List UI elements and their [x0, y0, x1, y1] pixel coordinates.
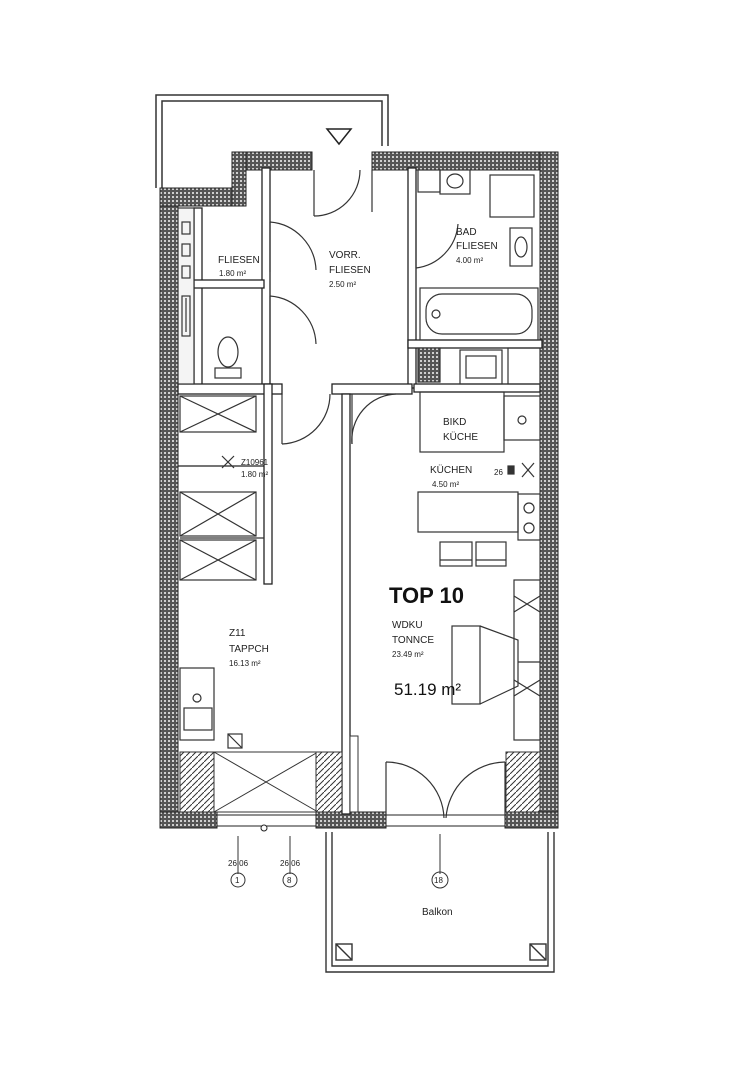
wohnen-area-label: 23.49 m²	[392, 650, 424, 659]
wc-fixtures	[177, 207, 242, 385]
kueche-name-label: KÜCHEN	[430, 464, 472, 476]
bad-floor-label: FLIESEN	[456, 241, 498, 252]
living-furniture	[439, 541, 541, 741]
south-windows	[217, 814, 505, 832]
axis-label-a2: 26 06	[280, 859, 301, 868]
kuechen-marker-icon	[507, 462, 535, 478]
balkon-label: Balkon	[422, 907, 453, 918]
bad-area-label: 4.00 m²	[456, 256, 483, 265]
room-labels: FLIESEN 1.80 m² VORR. FLIESEN 2.50 m² BA…	[218, 227, 503, 918]
zimmer-name-label: Z11	[229, 628, 246, 639]
bathtub-drain-icon	[431, 309, 441, 319]
unit-title: TOP 10	[389, 583, 464, 608]
balcony-outline	[325, 832, 555, 973]
bedroom-furniture	[179, 395, 264, 749]
vorraum-floor-label: FLIESEN	[329, 265, 371, 276]
kueche-area-label: 4.50 m²	[432, 480, 459, 489]
bathroom-fixtures	[417, 169, 539, 341]
kitchen-block	[417, 347, 541, 541]
vorraum-name-label: VORR.	[329, 250, 361, 261]
washbasin-icon	[446, 173, 464, 189]
sink-icon	[514, 236, 528, 258]
kueche-block-line1: BIKD	[443, 417, 466, 428]
zimmer-area-label: 16.13 m²	[229, 659, 261, 668]
wc-area-label: 1.80 m²	[219, 269, 246, 278]
wohnen-name-label: WDKU	[392, 620, 423, 631]
toilet-icon	[217, 336, 239, 368]
wohnen-floor-label: TONNCE	[392, 635, 434, 646]
axis-markers	[230, 834, 449, 889]
axis-circle-label-1: 1	[235, 876, 240, 885]
axis-label-a1: 26 06	[228, 859, 249, 868]
hob-icon	[523, 522, 535, 534]
abstell-name-label: Z10961	[241, 458, 269, 467]
bad-name-label: BAD	[456, 227, 477, 238]
wc-floor-label: FLIESEN	[218, 255, 260, 266]
entrance-arrow-icon	[325, 128, 353, 146]
outer-walls	[159, 151, 559, 829]
hatched-zones	[179, 735, 541, 813]
kueche-tag-label: 26	[494, 468, 503, 477]
kueche-block-line2: KÜCHE	[443, 431, 478, 443]
axis-circle-label-3: 18	[434, 876, 443, 885]
abstell-area-label: 1.80 m²	[241, 470, 268, 479]
upper-terrace-outline	[155, 94, 389, 188]
axis-circle-label-2: 8	[287, 876, 292, 885]
vorraum-area-label: 2.50 m²	[329, 280, 356, 289]
zimmer-floor-label: TAPPCH	[229, 644, 269, 655]
hob-icon	[523, 502, 535, 514]
unit-total-area: 51.19 m²	[394, 680, 461, 699]
doors	[269, 169, 506, 819]
